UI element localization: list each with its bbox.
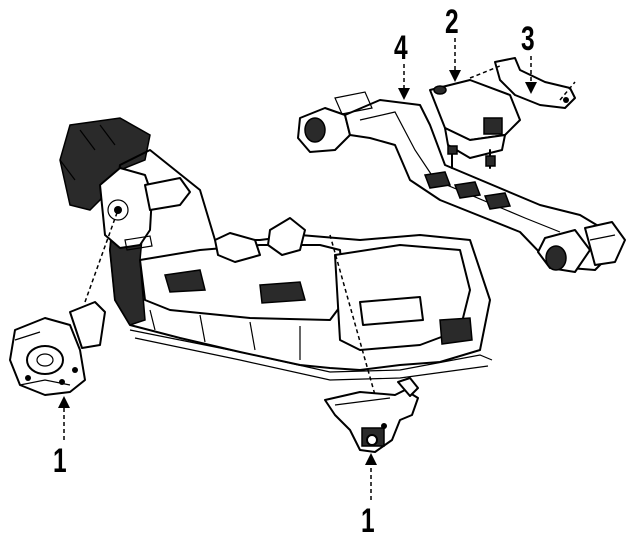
callout-label-3: 3 (521, 20, 535, 58)
engine-cradle (59, 117, 493, 381)
left-bracket (99, 167, 191, 251)
engine-mount-right (324, 377, 419, 453)
callout-label-1: 1 (361, 502, 375, 540)
transmission-crossmember (297, 91, 626, 273)
callout-label-4: 4 (394, 29, 408, 67)
callout-label-1: 1 (53, 442, 67, 480)
leader-lines (58, 38, 537, 500)
transmission-mount (429, 79, 521, 169)
engine-mount-left (9, 301, 106, 396)
callout-label-2: 2 (445, 3, 459, 41)
